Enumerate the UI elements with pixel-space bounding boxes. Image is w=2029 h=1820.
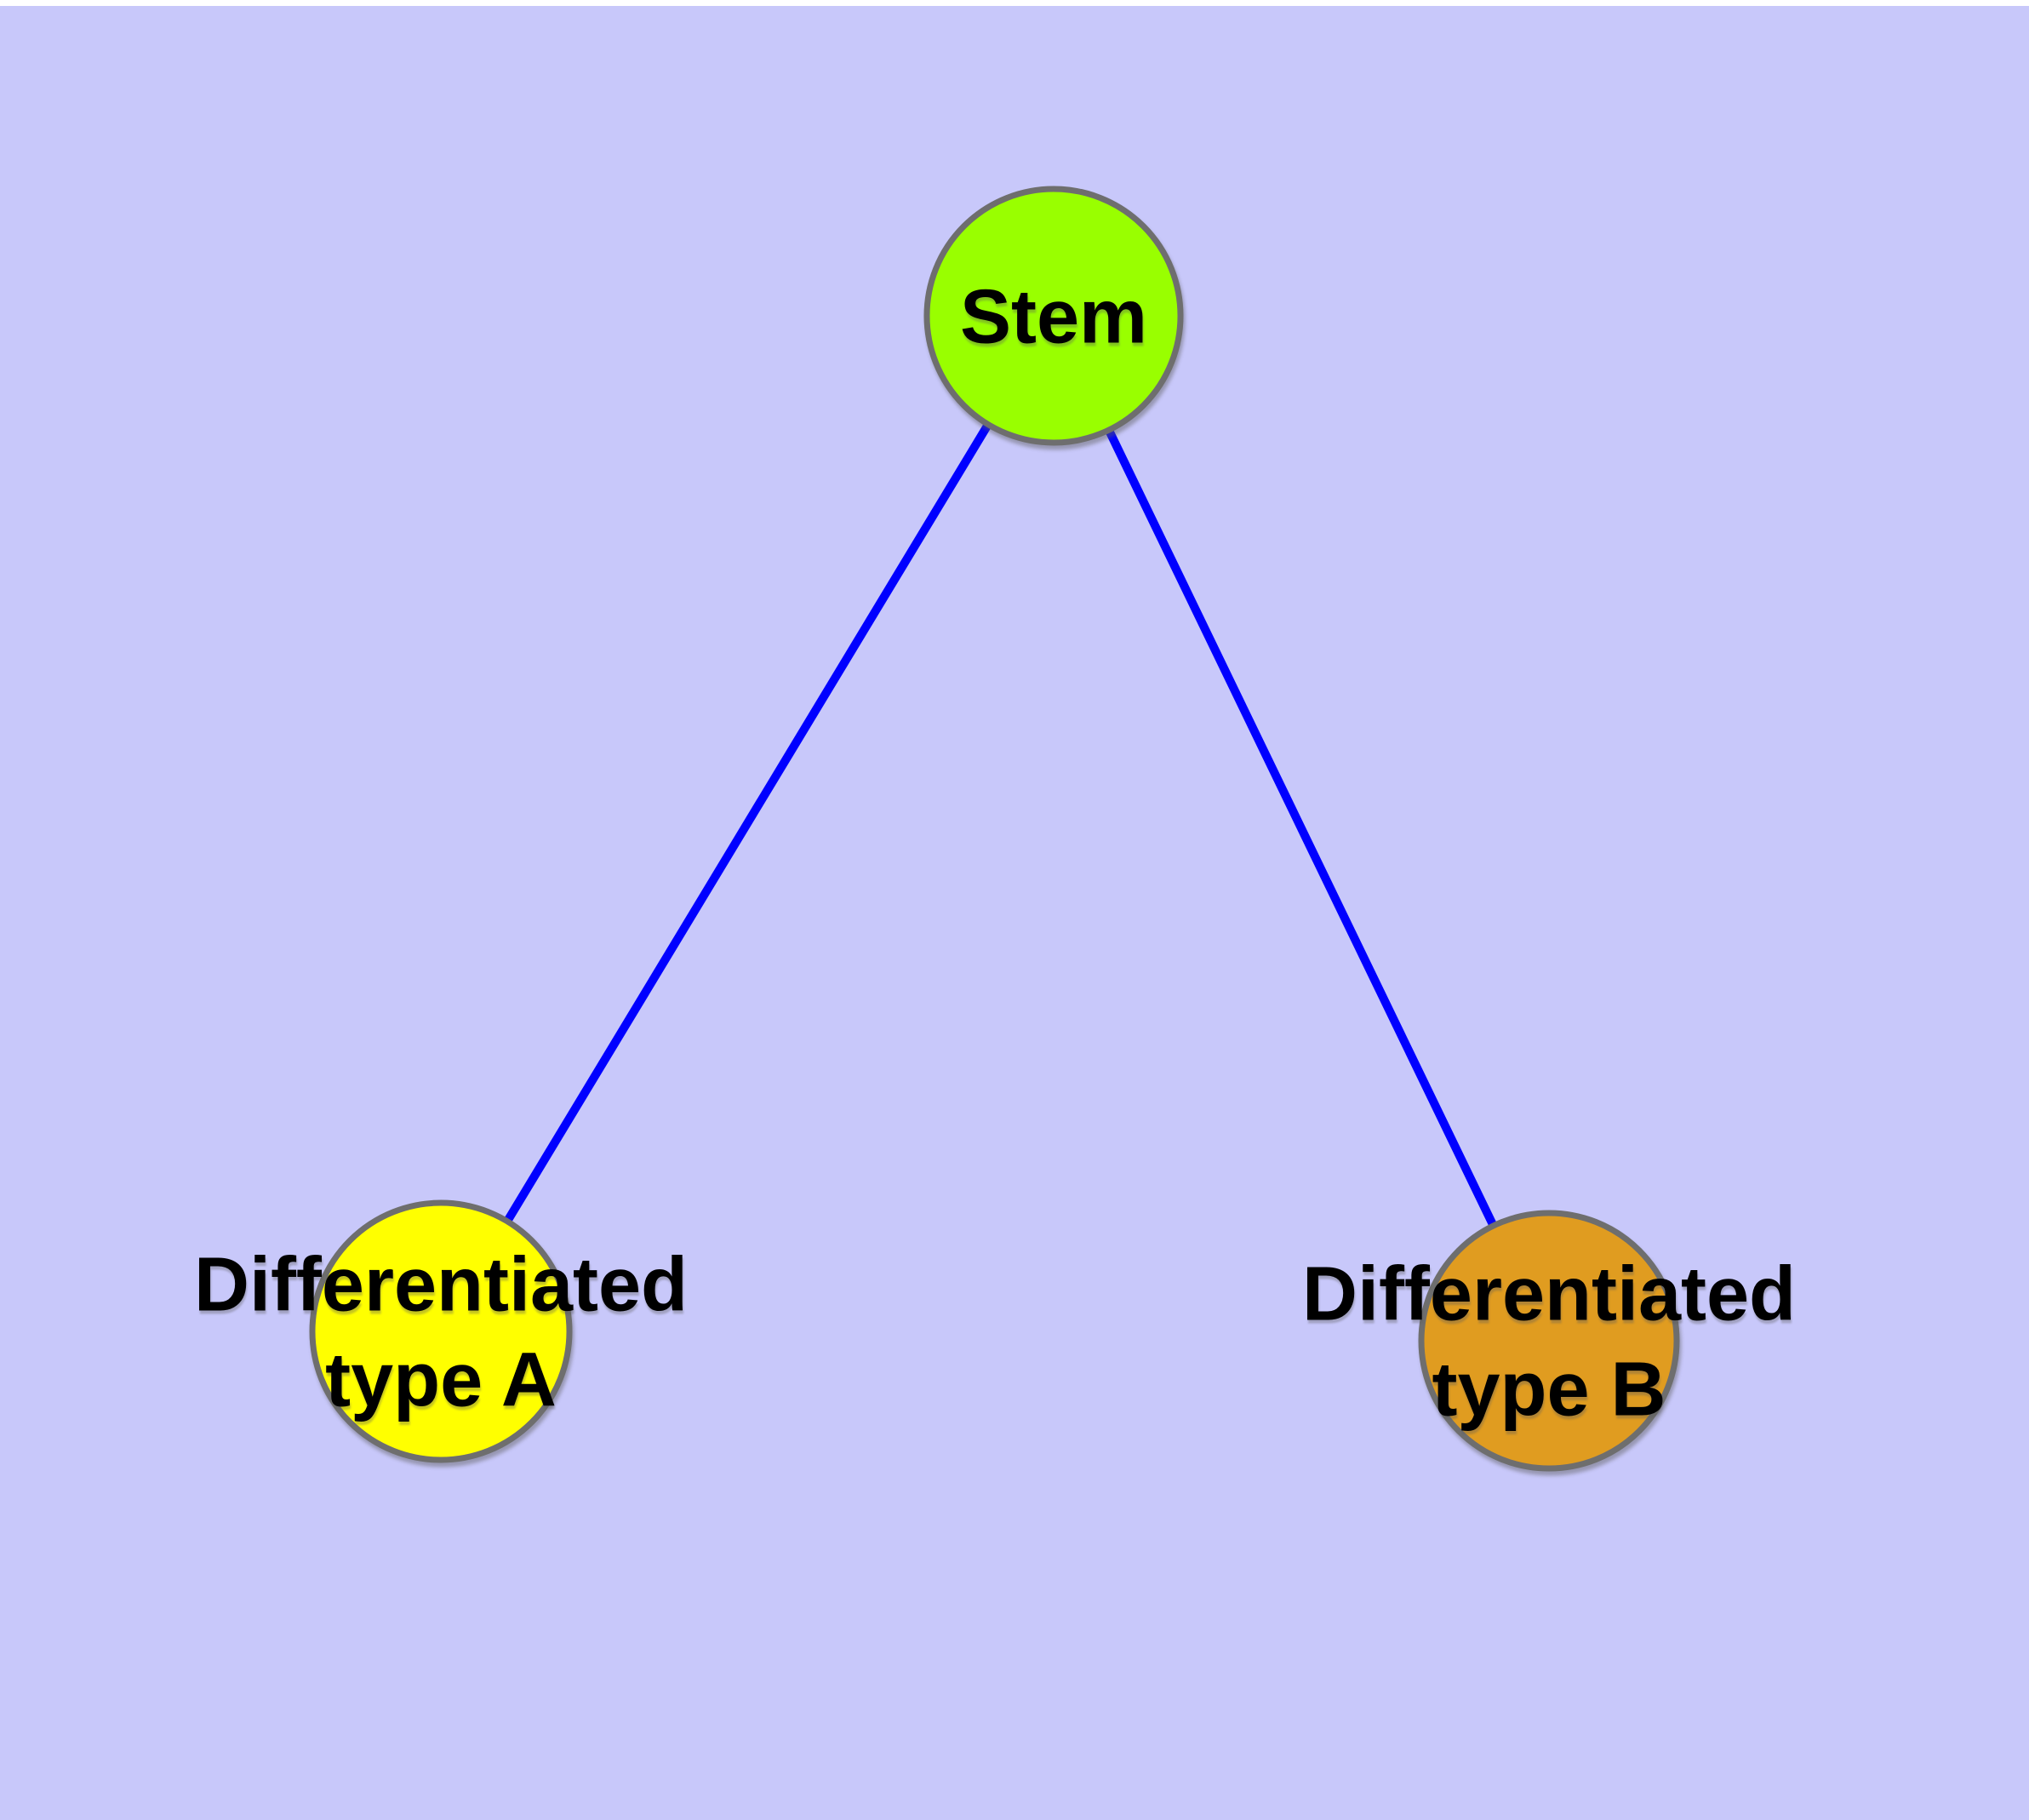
top-margin-strip xyxy=(0,0,2029,6)
node-type-b-circle xyxy=(1418,1210,1680,1472)
node-stem-circle xyxy=(923,186,1184,446)
node-stem-label: Stem xyxy=(960,275,1147,360)
edge-stem-type-b xyxy=(1105,427,1498,1228)
edge-stem-type-a xyxy=(503,422,992,1224)
node-stem: Stem xyxy=(923,186,1184,446)
node-type-a-circle xyxy=(309,1199,573,1463)
